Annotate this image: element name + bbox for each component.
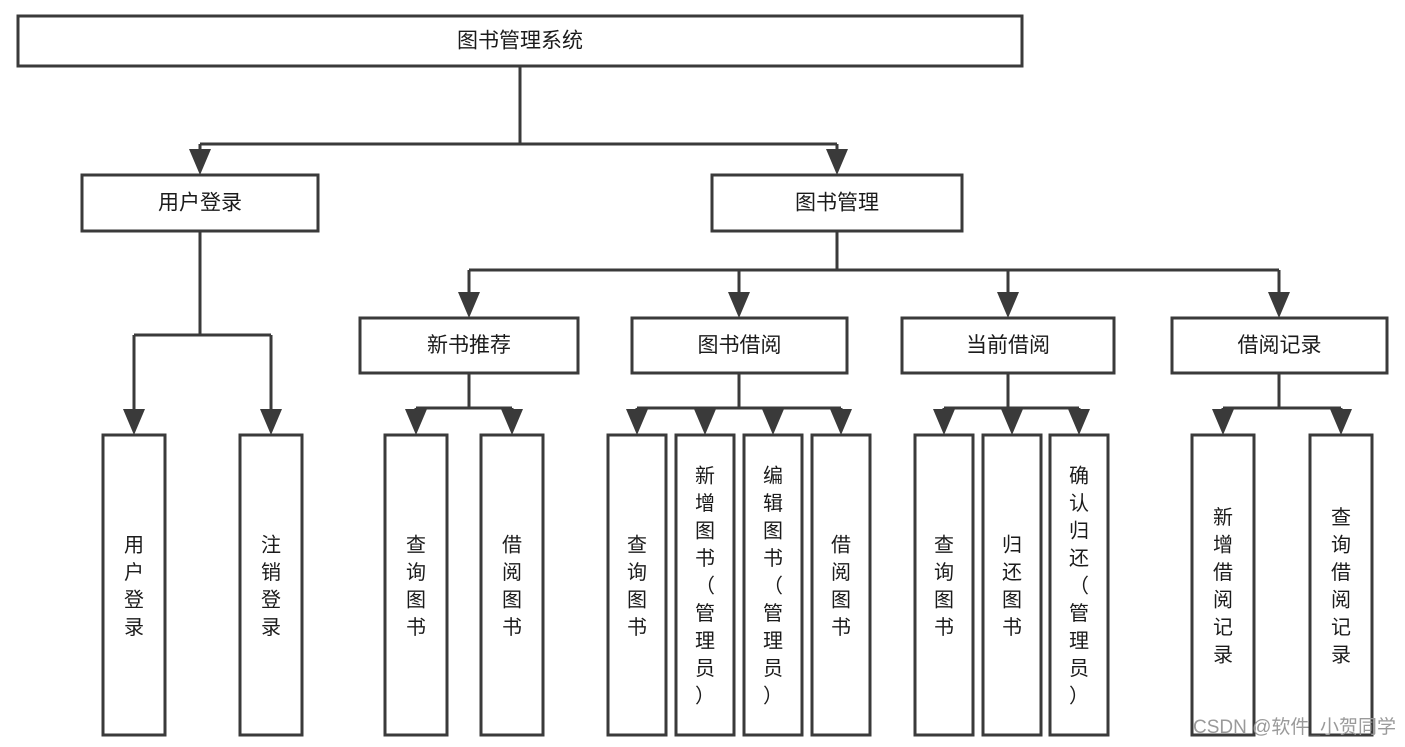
node-box-leaf-add-book-admin[interactable] [674, 433, 736, 737]
node-label-leaf-query-book-2: 查询图书 [627, 533, 647, 639]
node-label-leaf-edit-book-admin: 编辑图书（管理员） [763, 465, 783, 708]
node-label-leaf-confirm-return-admin: 确认归还（管理员） [1069, 465, 1089, 708]
node-box-leaf-return-book[interactable] [981, 433, 1043, 737]
node-box-leaf-add-borrow-record[interactable] [1190, 433, 1256, 737]
node-leaf-user-login[interactable]: 用户登录 [101, 433, 167, 737]
node-box-user-login[interactable] [80, 173, 320, 233]
edge-root-to-level2 [189, 66, 848, 175]
node-user-login[interactable]: 用户登录 [80, 173, 320, 233]
node-label-leaf-user-logout: 注销登录 [261, 533, 281, 639]
node-leaf-query-book-1[interactable]: 查询图书 [383, 433, 449, 737]
node-box-book-borrow[interactable] [630, 316, 849, 375]
node-box-current-borrow[interactable] [900, 316, 1116, 375]
nodes-layer: 图书管理系统用户登录图书管理新书推荐图书借阅当前借阅借阅记录用户登录注销登录查询… [16, 14, 1389, 737]
watermark-label: CSDN @软件_小贺同学 [1193, 716, 1396, 738]
node-leaf-query-book-3[interactable]: 查询图书 [913, 433, 975, 737]
node-root[interactable]: 图书管理系统 [16, 14, 1024, 68]
node-box-leaf-borrow-book-1[interactable] [479, 433, 545, 737]
node-box-borrow-record[interactable] [1170, 316, 1389, 375]
node-box-leaf-borrow-book-2[interactable] [810, 433, 872, 737]
node-box-leaf-query-borrow-record[interactable] [1308, 433, 1374, 737]
node-label-leaf-borrow-book-2: 借阅图书 [831, 533, 851, 639]
node-book-manage[interactable]: 图书管理 [710, 173, 964, 233]
node-box-leaf-query-book-1[interactable] [383, 433, 449, 737]
node-label-borrow-record: 借阅记录 [1238, 334, 1322, 357]
node-label-leaf-add-borrow-record: 新增借阅记录 [1213, 506, 1233, 667]
node-label-leaf-borrow-book-1: 借阅图书 [502, 533, 522, 639]
node-box-leaf-user-login[interactable] [101, 433, 167, 737]
edge-book-manage-to-level3 [458, 231, 1290, 318]
node-leaf-add-borrow-record[interactable]: 新增借阅记录 [1190, 433, 1256, 737]
node-box-book-manage[interactable] [710, 173, 964, 233]
node-book-borrow[interactable]: 图书借阅 [630, 316, 849, 375]
node-label-book-borrow: 图书借阅 [698, 334, 782, 357]
node-box-leaf-user-logout[interactable] [238, 433, 304, 737]
node-leaf-confirm-return-admin[interactable]: 确认归还（管理员） [1048, 433, 1110, 737]
node-label-new-book-recommend: 新书推荐 [427, 334, 511, 357]
node-label-leaf-query-book-3: 查询图书 [934, 533, 954, 639]
node-label-user-login: 用户登录 [158, 192, 242, 215]
node-leaf-return-book[interactable]: 归还图书 [981, 433, 1043, 737]
node-label-current-borrow: 当前借阅 [966, 334, 1050, 357]
edge-record-to-leaves [1212, 373, 1352, 435]
edge-borrow-to-leaves [626, 373, 852, 435]
edge-current-to-leaves [933, 373, 1090, 435]
node-leaf-borrow-book-2[interactable]: 借阅图书 [810, 433, 872, 737]
node-label-leaf-add-book-admin: 新增图书（管理员） [695, 465, 715, 708]
node-box-new-book-recommend[interactable] [358, 316, 580, 375]
node-borrow-record[interactable]: 借阅记录 [1170, 316, 1389, 375]
node-leaf-query-book-2[interactable]: 查询图书 [606, 433, 668, 737]
node-current-borrow[interactable]: 当前借阅 [900, 316, 1116, 375]
node-label-leaf-query-borrow-record: 查询借阅记录 [1331, 506, 1351, 667]
edge-user-login-to-leaves [123, 231, 282, 435]
node-leaf-query-borrow-record[interactable]: 查询借阅记录 [1308, 433, 1374, 737]
connectors-layer [123, 66, 1352, 435]
node-leaf-user-logout[interactable]: 注销登录 [238, 433, 304, 737]
node-label-leaf-user-login: 用户登录 [124, 534, 144, 639]
node-label-leaf-query-book-1: 查询图书 [406, 533, 426, 639]
node-leaf-add-book-admin[interactable]: 新增图书（管理员） [674, 433, 736, 737]
node-box-leaf-confirm-return-admin[interactable] [1048, 433, 1110, 737]
node-box-root[interactable] [16, 14, 1024, 68]
node-label-leaf-return-book: 归还图书 [1002, 533, 1022, 639]
node-label-root: 图书管理系统 [457, 30, 583, 53]
node-new-book-recommend[interactable]: 新书推荐 [358, 316, 580, 375]
node-leaf-edit-book-admin[interactable]: 编辑图书（管理员） [742, 433, 804, 737]
node-box-leaf-query-book-3[interactable] [913, 433, 975, 737]
edge-recommend-to-leaves [405, 373, 523, 435]
node-label-book-manage: 图书管理 [795, 192, 879, 215]
node-leaf-borrow-book-1[interactable]: 借阅图书 [479, 433, 545, 737]
node-box-leaf-query-book-2[interactable] [606, 433, 668, 737]
node-box-leaf-edit-book-admin[interactable] [742, 433, 804, 737]
